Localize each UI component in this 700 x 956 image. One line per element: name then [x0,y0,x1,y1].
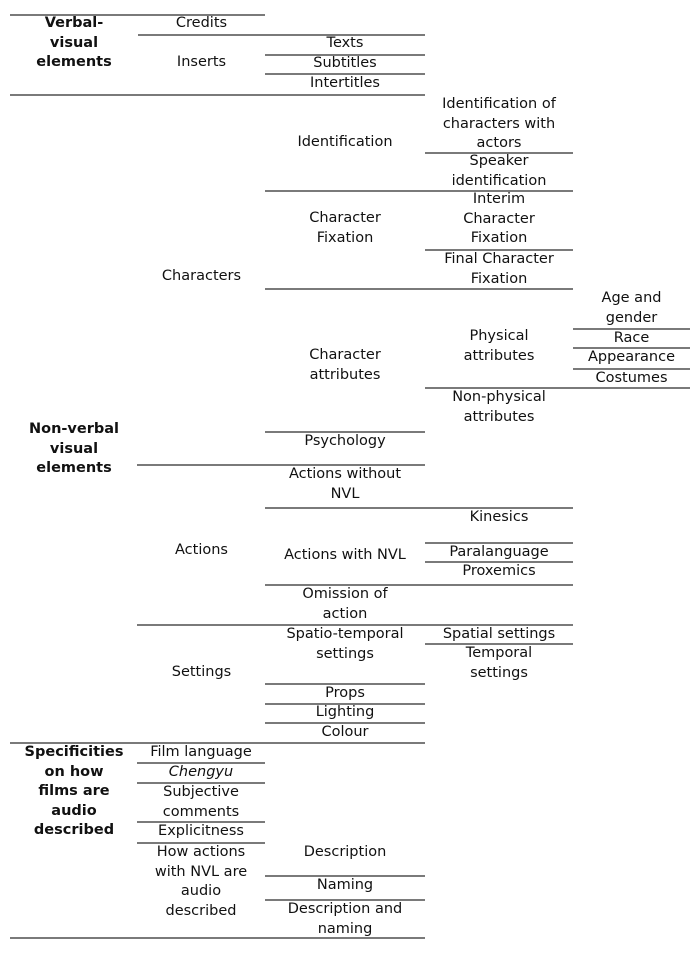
rule [137,842,265,844]
rule [425,387,690,389]
rule [265,875,425,877]
actions-without-nvl: Actions without NVL [288,466,402,502]
rule [137,624,573,626]
rule [265,683,425,685]
rule [425,542,573,544]
rule [265,703,425,705]
character-fixation: Character Fixation [309,210,381,246]
lighting: Lighting [315,704,375,720]
proxemics: Proxemics [462,563,536,579]
actions: Actions [175,542,228,558]
rule [425,643,573,645]
character-attributes: Character attributes [309,347,381,383]
rule [265,54,425,56]
rule [265,288,573,290]
rule [573,347,690,349]
naming: Naming [316,877,374,893]
rule [137,464,425,466]
rule [265,722,425,724]
rule [10,14,265,16]
rule [425,561,573,563]
rule [10,742,425,744]
spatial-settings: Spatial settings [442,626,556,642]
costumes: Costumes [595,370,668,386]
age-gender: Age and gender [601,290,662,326]
paralanguage: Paralanguage [449,544,549,560]
rule [425,249,573,251]
characters: Characters [161,268,242,284]
rule [265,73,425,75]
how-actions-nvl: How actions with NVL are audio described [154,844,248,919]
psychology: Psychology [304,433,386,449]
category-specificities: Specificities on how films are audio des… [24,744,124,838]
omission-of-action: Omission of action [302,586,388,622]
film-language: Film language [150,744,252,760]
speaker-identification: Speaker identification [451,153,547,189]
non-physical-attributes: Non-physical attributes [452,389,546,425]
description: Description [303,844,387,860]
chengyu: Chengyu [168,764,234,780]
rule [265,507,573,509]
physical-attributes: Physical attributes [463,328,535,364]
rule [265,190,573,192]
texts: Texts [326,35,364,51]
credits: Credits [175,15,228,31]
rule [138,34,425,36]
category-verbal-visual: Verbal- visual elements [36,15,112,70]
rule [265,584,573,586]
rule [137,782,265,784]
subtitles: Subtitles [313,55,377,71]
colour: Colour [321,724,369,740]
identification-with-actors: Identification of characters with actors [442,96,556,151]
rule [137,821,265,823]
intertitles: Intertitles [310,75,380,91]
appearance: Appearance [587,349,676,365]
rule [137,762,265,764]
props: Props [325,685,365,701]
race: Race [613,330,650,346]
kinesics: Kinesics [469,509,529,525]
identification: Identification [297,134,393,150]
inserts: Inserts [176,54,227,70]
rule [10,94,425,96]
rule [265,899,425,901]
category-non-verbal: Non-verbal visual elements [28,421,119,476]
rule [265,431,425,433]
interim-fixation: Interim Character Fixation [463,191,535,246]
rule [573,368,690,370]
settings: Settings [171,664,232,680]
description-and-naming: Description and naming [287,901,403,937]
rule [425,152,573,154]
actions-with-nvl: Actions with NVL [284,547,406,563]
explicitness: Explicitness [158,823,244,839]
temporal-settings: Temporal settings [465,645,533,681]
subjective-comments: Subjective comments [162,784,240,820]
spatio-temporal-settings: Spatio-temporal settings [286,626,404,662]
final-fixation: Final Character Fixation [444,251,554,287]
rule [573,328,690,330]
rule [10,937,425,939]
